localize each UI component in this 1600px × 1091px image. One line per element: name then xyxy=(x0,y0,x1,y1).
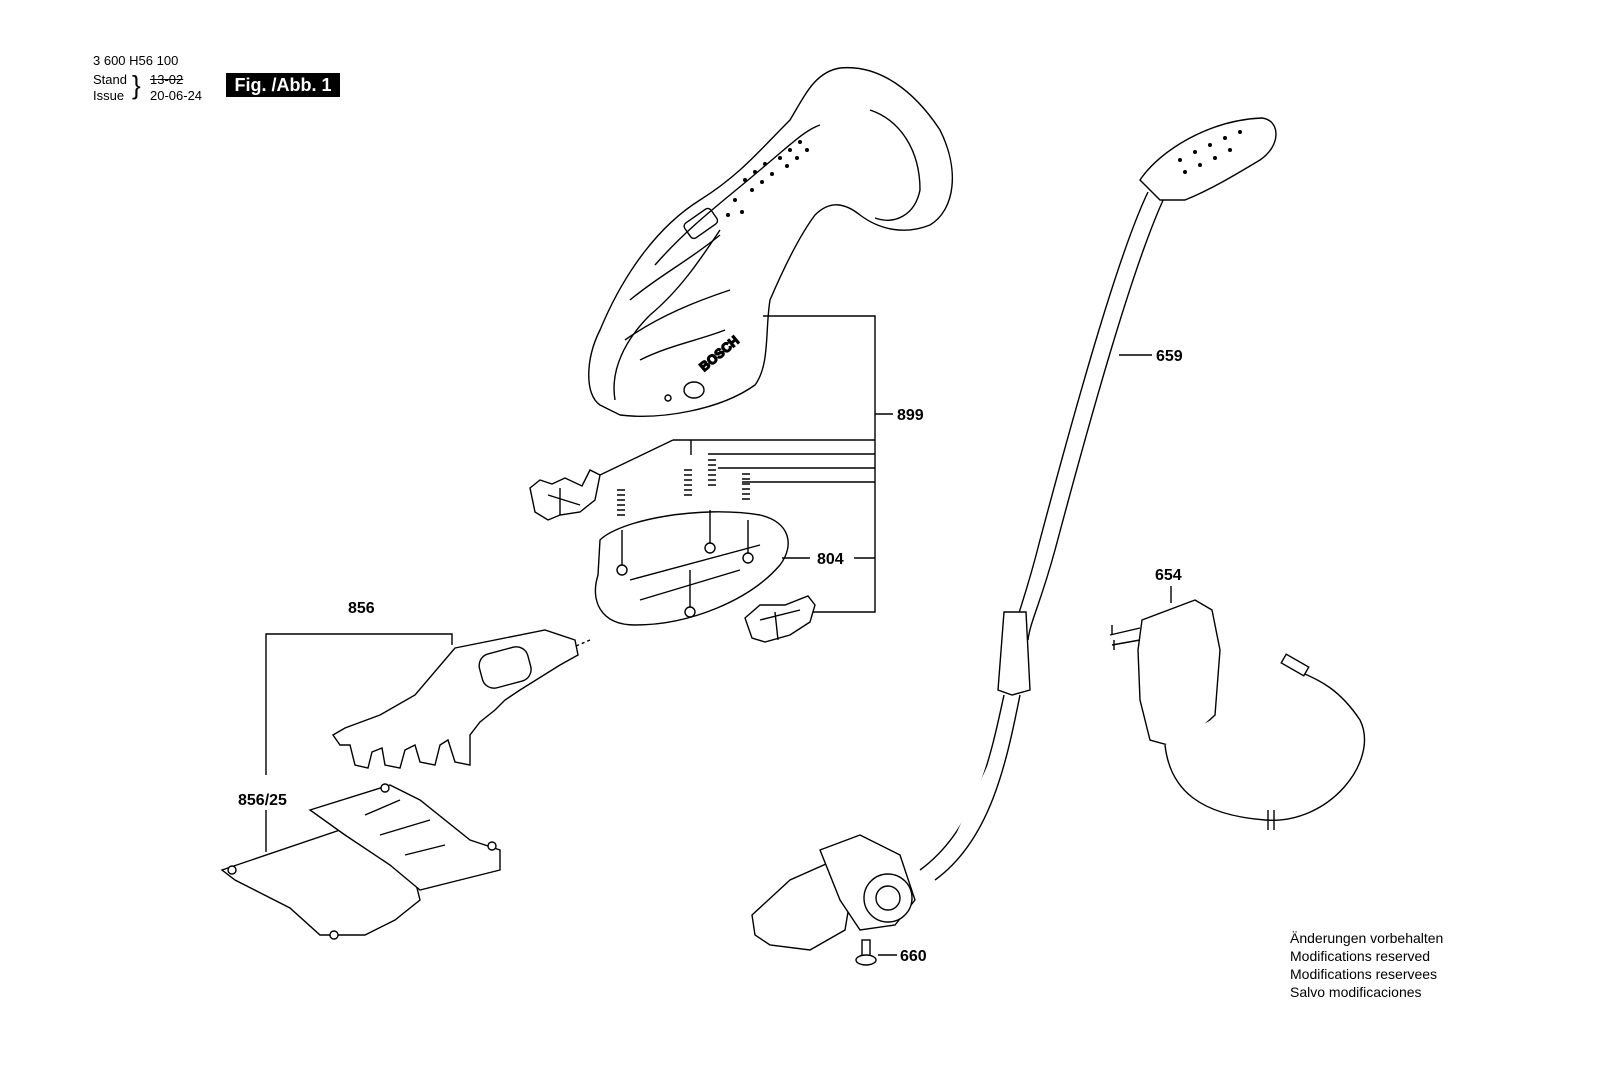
modification-notes: Änderungen vorbehalten Modifications res… xyxy=(1290,929,1443,1001)
callout-804: 804 xyxy=(817,551,844,568)
springs-drawing xyxy=(617,459,750,516)
note-line: Modifications reserved xyxy=(1290,948,1431,964)
figure-label: Fig. /Abb. 1 xyxy=(226,73,340,97)
telescopic-handle-drawing xyxy=(919,117,1277,881)
wheel-head-drawing xyxy=(751,834,916,951)
clip-right-drawing xyxy=(744,595,816,643)
callout-654: 654 xyxy=(1155,567,1182,584)
callout-856-25: 856/25 xyxy=(238,792,287,809)
callout-899: 899 xyxy=(897,407,924,424)
issue-label: Issue xyxy=(93,88,125,103)
shear-body-drawing xyxy=(588,66,953,417)
callout-660: 660 xyxy=(900,948,927,965)
charger-drawing xyxy=(1109,599,1366,830)
document-number: 3 600 H56 100 xyxy=(93,53,179,68)
blade-drawing xyxy=(331,629,579,769)
callout-856: 856 xyxy=(348,600,375,617)
blade-guard-drawing xyxy=(220,783,501,940)
brace-icon: } xyxy=(132,70,141,100)
stand-value: 13-02 xyxy=(150,72,184,87)
note-line: Salvo modificaciones xyxy=(1290,984,1422,1000)
clip-left-drawing xyxy=(529,469,601,521)
stand-label: Stand xyxy=(93,72,127,87)
dot-grip-texture xyxy=(726,140,809,217)
note-line: Modifications reservees xyxy=(1290,966,1438,982)
callout-659: 659 xyxy=(1156,348,1183,365)
screw-drawing xyxy=(855,939,877,966)
callout-899-leaders xyxy=(599,315,893,613)
callout-856-leaders xyxy=(265,633,453,775)
base-plate-drawing xyxy=(594,510,789,626)
issue-value: 20-06-24 xyxy=(150,88,203,103)
note-line: Änderungen vorbehalten xyxy=(1290,930,1444,946)
